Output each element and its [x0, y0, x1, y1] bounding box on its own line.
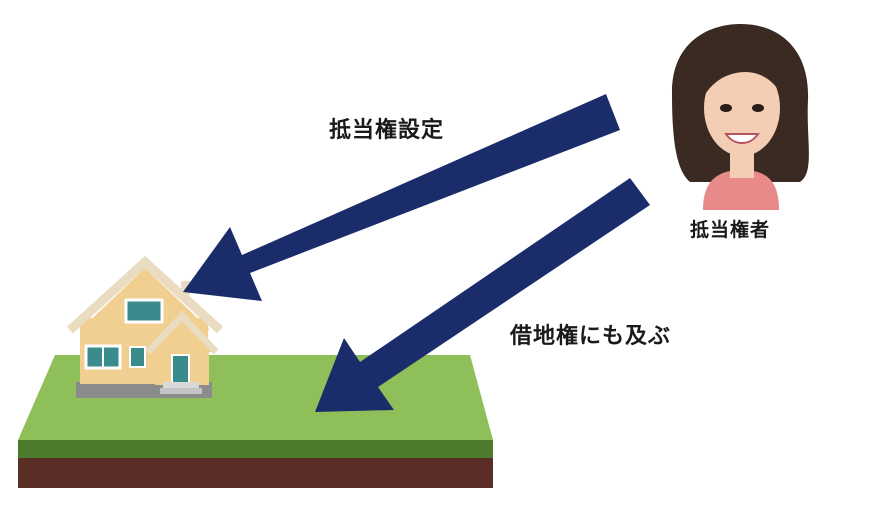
person-icon	[672, 24, 809, 210]
mortgagee-label: 抵当権者	[690, 219, 771, 241]
leasehold-label: 借地権にも及ぶ	[510, 324, 672, 349]
arrow-mortgage-setting	[183, 94, 620, 301]
mortgage-setting-label: 抵当権設定	[329, 118, 445, 143]
arrow-leasehold	[315, 178, 650, 412]
soil-layer	[18, 458, 493, 488]
house-icon	[66, 255, 224, 398]
grass-side	[18, 440, 493, 458]
